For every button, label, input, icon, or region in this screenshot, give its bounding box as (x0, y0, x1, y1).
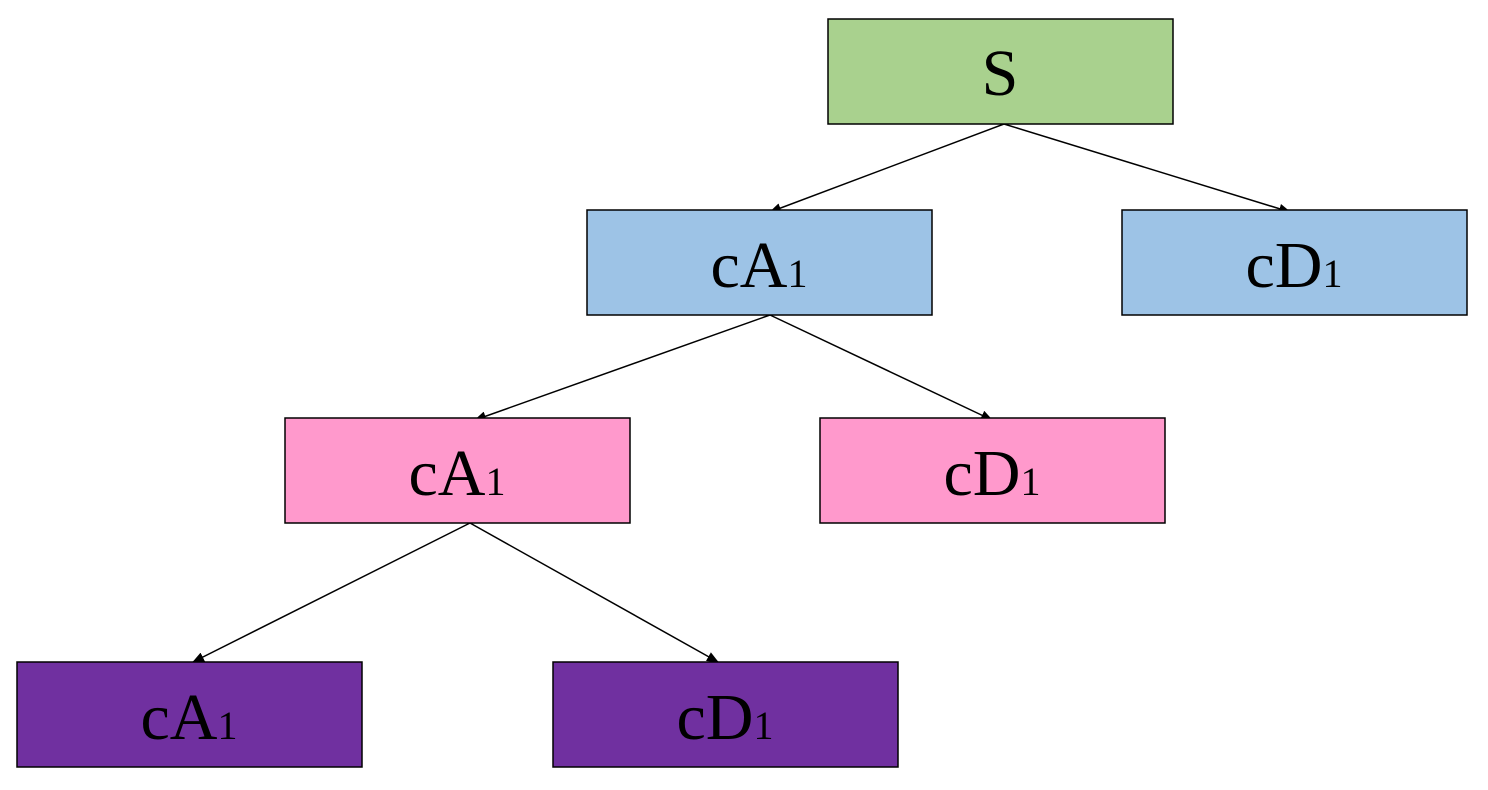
edge-l1-a-to-l2-d (769, 314, 993, 421)
node-l2-a-label: cA1 (409, 437, 506, 510)
node-root-box (827, 18, 1174, 125)
node-l1-a-label: cA1 (711, 229, 808, 302)
node-l2-d-box (819, 417, 1166, 524)
node-l2-approximation: cA1 (284, 417, 631, 524)
node-l3-a-box (16, 661, 363, 768)
node-l3-detail: cD1 (552, 661, 899, 768)
node-l3-approximation: cA1 (16, 661, 363, 768)
node-l1-d-box (1121, 209, 1468, 316)
edges (192, 123, 1291, 663)
node-l3-a-label: cA1 (141, 681, 238, 754)
node-l1-detail: cD1 (1121, 209, 1468, 316)
node-l1-a-box (586, 209, 933, 316)
edge-root-to-l1-d (1003, 123, 1291, 214)
node-root-label: S (982, 37, 1019, 110)
edge-root-to-l1-a (769, 123, 1005, 213)
node-l2-d-label: cD1 (944, 437, 1041, 510)
node-root: S (827, 18, 1174, 125)
edge-l1-a-to-l2-a (474, 314, 771, 422)
node-l1-d-label: cD1 (1246, 229, 1343, 302)
edge-l2-a-to-l3-a (192, 522, 471, 663)
node-l3-d-box (552, 661, 899, 768)
node-l3-d-label: cD1 (677, 681, 774, 754)
node-l2-a-box (284, 417, 631, 524)
node-l1-approximation: cA1 (586, 209, 933, 316)
node-l2-detail: cD1 (819, 417, 1166, 524)
edge-l2-a-to-l3-d (469, 522, 719, 663)
